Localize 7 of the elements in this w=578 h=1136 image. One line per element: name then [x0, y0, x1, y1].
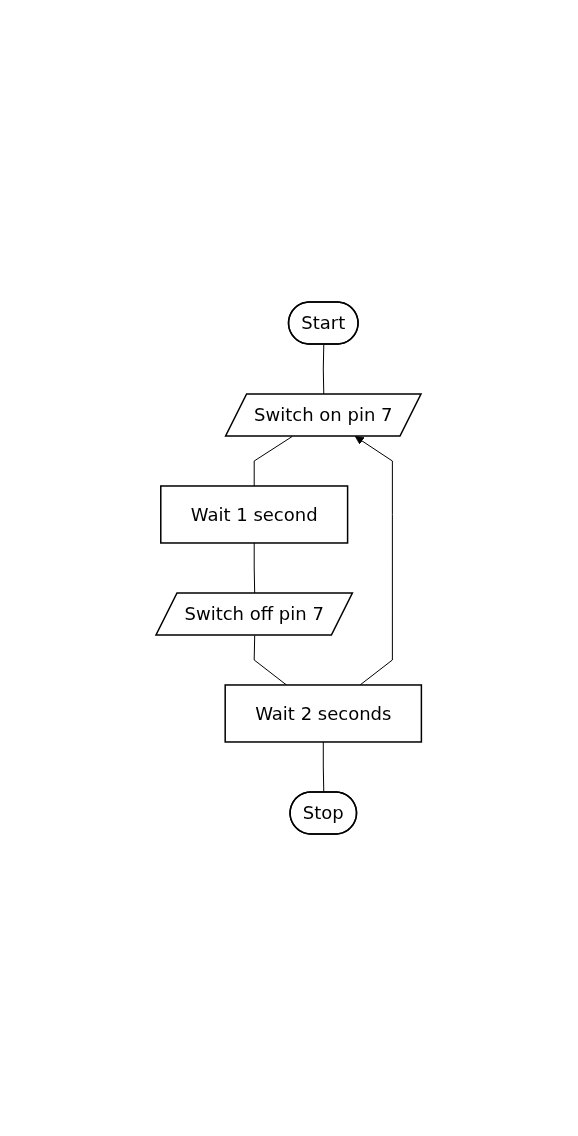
- arrow: [355, 436, 394, 686]
- node-box: Wait 2 seconds: [224, 684, 423, 743]
- connector: [323, 741, 325, 793]
- connector: [323, 344, 325, 395]
- connector: [254, 635, 288, 686]
- connector: [254, 542, 256, 594]
- node-box: Wait 1 second: [160, 485, 349, 544]
